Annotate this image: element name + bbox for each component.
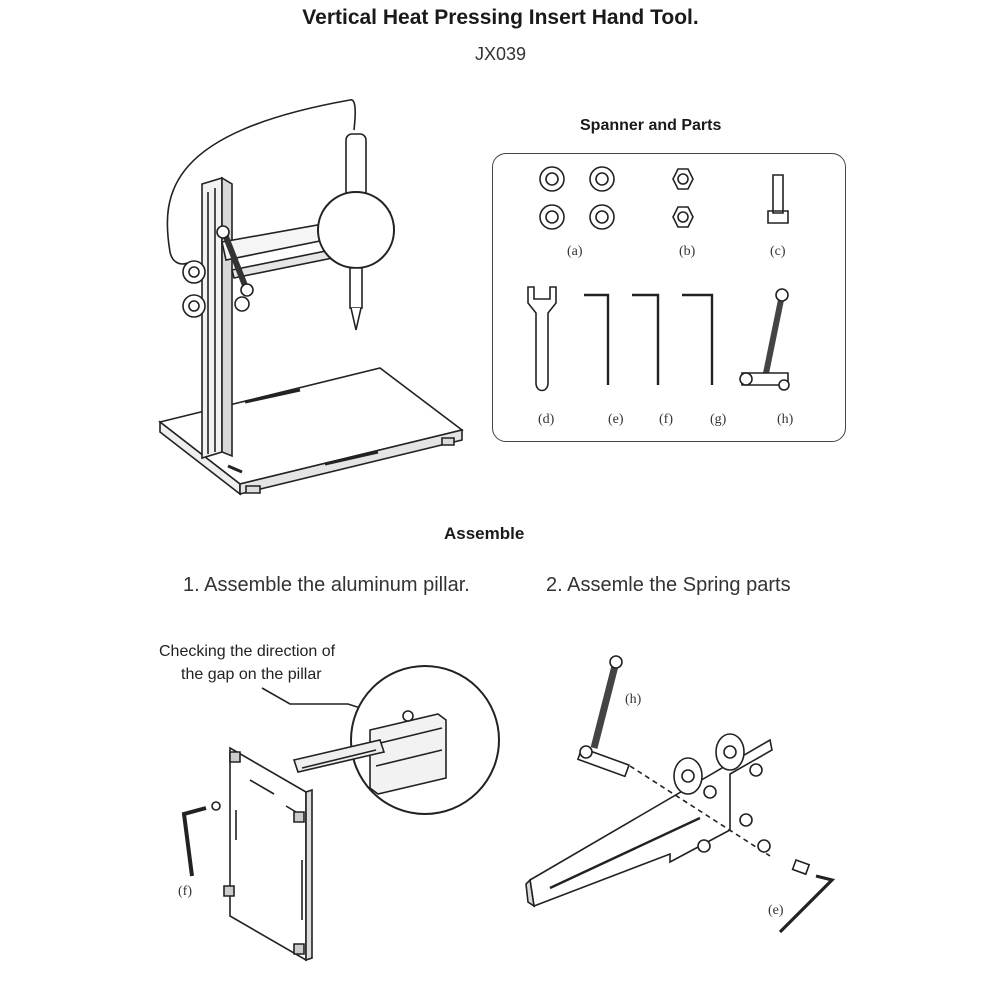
hex-key-icons [584, 295, 712, 385]
step1-label-f: (f) [178, 884, 192, 899]
tool-stand-illustration [150, 92, 470, 502]
parts-box [492, 153, 846, 442]
step-1-text: 1. Assemble the aluminum pillar. [183, 574, 470, 596]
spanner-icon [528, 287, 556, 391]
step-2-text: 2. Assemle the Spring parts [546, 574, 791, 596]
part-label-d: (d) [538, 412, 555, 427]
part-label-b: (b) [679, 244, 696, 259]
pillar-assembly-diagram [170, 660, 510, 980]
part-label-g: (g) [710, 412, 727, 427]
part-label-c: (c) [770, 244, 786, 259]
step2-label-h: (h) [625, 692, 642, 707]
washer-icons [540, 167, 614, 229]
model-number: JX039 [474, 44, 527, 64]
pillar-closeup [370, 711, 446, 794]
callout-line-1: Checking the direction of [159, 643, 336, 660]
parts-heading: Spanner and Parts [580, 117, 722, 134]
spring-assembly-diagram [520, 640, 840, 940]
step2-label-e: (e) [768, 903, 784, 918]
part-label-a: (a) [567, 244, 583, 259]
parts-drawings [492, 153, 846, 442]
part-label-f: (f) [659, 412, 673, 427]
nut-icons [673, 169, 693, 227]
callout-line-2: the gap on the pillar [181, 666, 322, 683]
assemble-heading: Assemble [444, 524, 525, 543]
screw-icon [768, 175, 788, 223]
spring-part-icon [740, 289, 789, 390]
part-label-h: (h) [777, 412, 794, 427]
pillar-callout-text: Checking the direction of the gap on the… [159, 640, 335, 686]
page-title: Vertical Heat Pressing Insert Hand Tool. [302, 6, 699, 29]
part-label-e: (e) [608, 412, 624, 427]
